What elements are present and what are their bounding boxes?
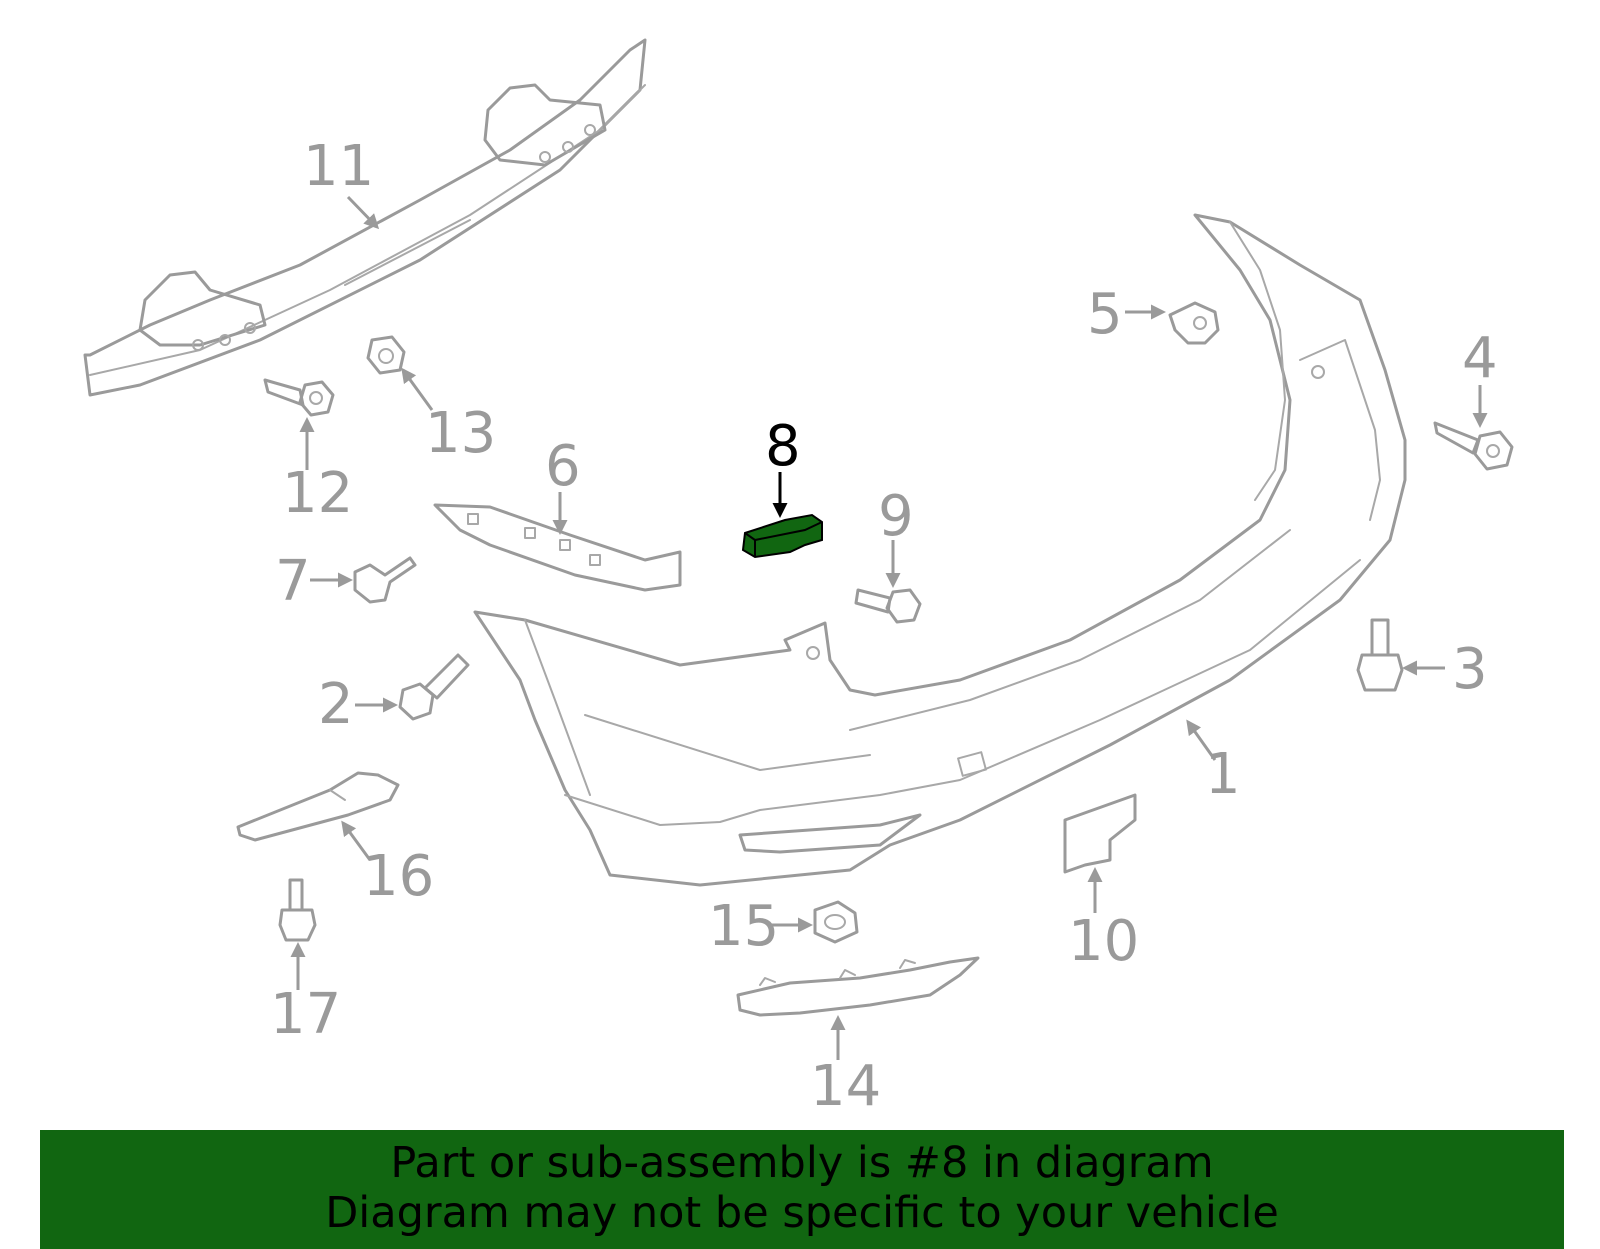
fastener-3-bolt <box>1356 618 1404 692</box>
callout-3: 3 <box>1452 637 1488 702</box>
callout-6: 6 <box>545 434 581 499</box>
fastener-15-nut <box>813 900 859 944</box>
callout-16: 16 <box>363 844 434 909</box>
fastener-4-screw <box>1433 421 1514 471</box>
part-6-bracket <box>433 503 682 592</box>
callout-11: 11 <box>303 134 374 199</box>
callout-5: 5 <box>1087 282 1123 347</box>
callout-14: 14 <box>810 1054 881 1119</box>
callout-leaders <box>290 195 1488 1060</box>
callout-2: 2 <box>318 672 354 737</box>
part-11-reinforcement-beam <box>83 38 647 397</box>
callout-10: 10 <box>1068 909 1139 974</box>
parts-diagram: 11 12 13 6 7 8 9 5 4 3 2 1 16 10 15 17 1… <box>83 38 1514 1119</box>
part-1-bumper-cover <box>473 213 1407 887</box>
callout-7: 7 <box>275 549 311 614</box>
fastener-13-nut <box>366 335 406 375</box>
fastener-2-bolt <box>398 653 470 721</box>
callout-4: 4 <box>1462 326 1498 391</box>
info-banner: Part or sub-assembly is #8 in diagram Di… <box>40 1130 1564 1249</box>
callout-8-highlighted: 8 <box>765 414 801 479</box>
part-10-bracket <box>1063 793 1137 874</box>
callout-12: 12 <box>282 461 353 526</box>
callout-15: 15 <box>708 894 779 959</box>
banner-line-disclaimer: Diagram may not be specific to your vehi… <box>325 1188 1279 1238</box>
part-14-trim <box>736 956 980 1017</box>
callout-17: 17 <box>270 982 341 1047</box>
fastener-9-bolt <box>854 588 922 624</box>
banner-line-part-number: Part or sub-assembly is #8 in diagram <box>390 1138 1214 1188</box>
fastener-17-bolt <box>278 878 317 942</box>
fastener-12-bolt <box>263 378 335 417</box>
part-16-lower-bracket <box>236 771 400 842</box>
fastener-5-clip <box>1168 301 1220 345</box>
callout-13: 13 <box>425 401 496 466</box>
callout-numbers: 11 12 13 6 7 8 9 5 4 3 2 1 16 10 15 17 1… <box>270 134 1498 1119</box>
callout-9: 9 <box>878 484 914 549</box>
fastener-7-clip <box>353 556 417 604</box>
callout-1: 1 <box>1205 742 1241 807</box>
part-8-sensor-bracket <box>741 513 823 559</box>
